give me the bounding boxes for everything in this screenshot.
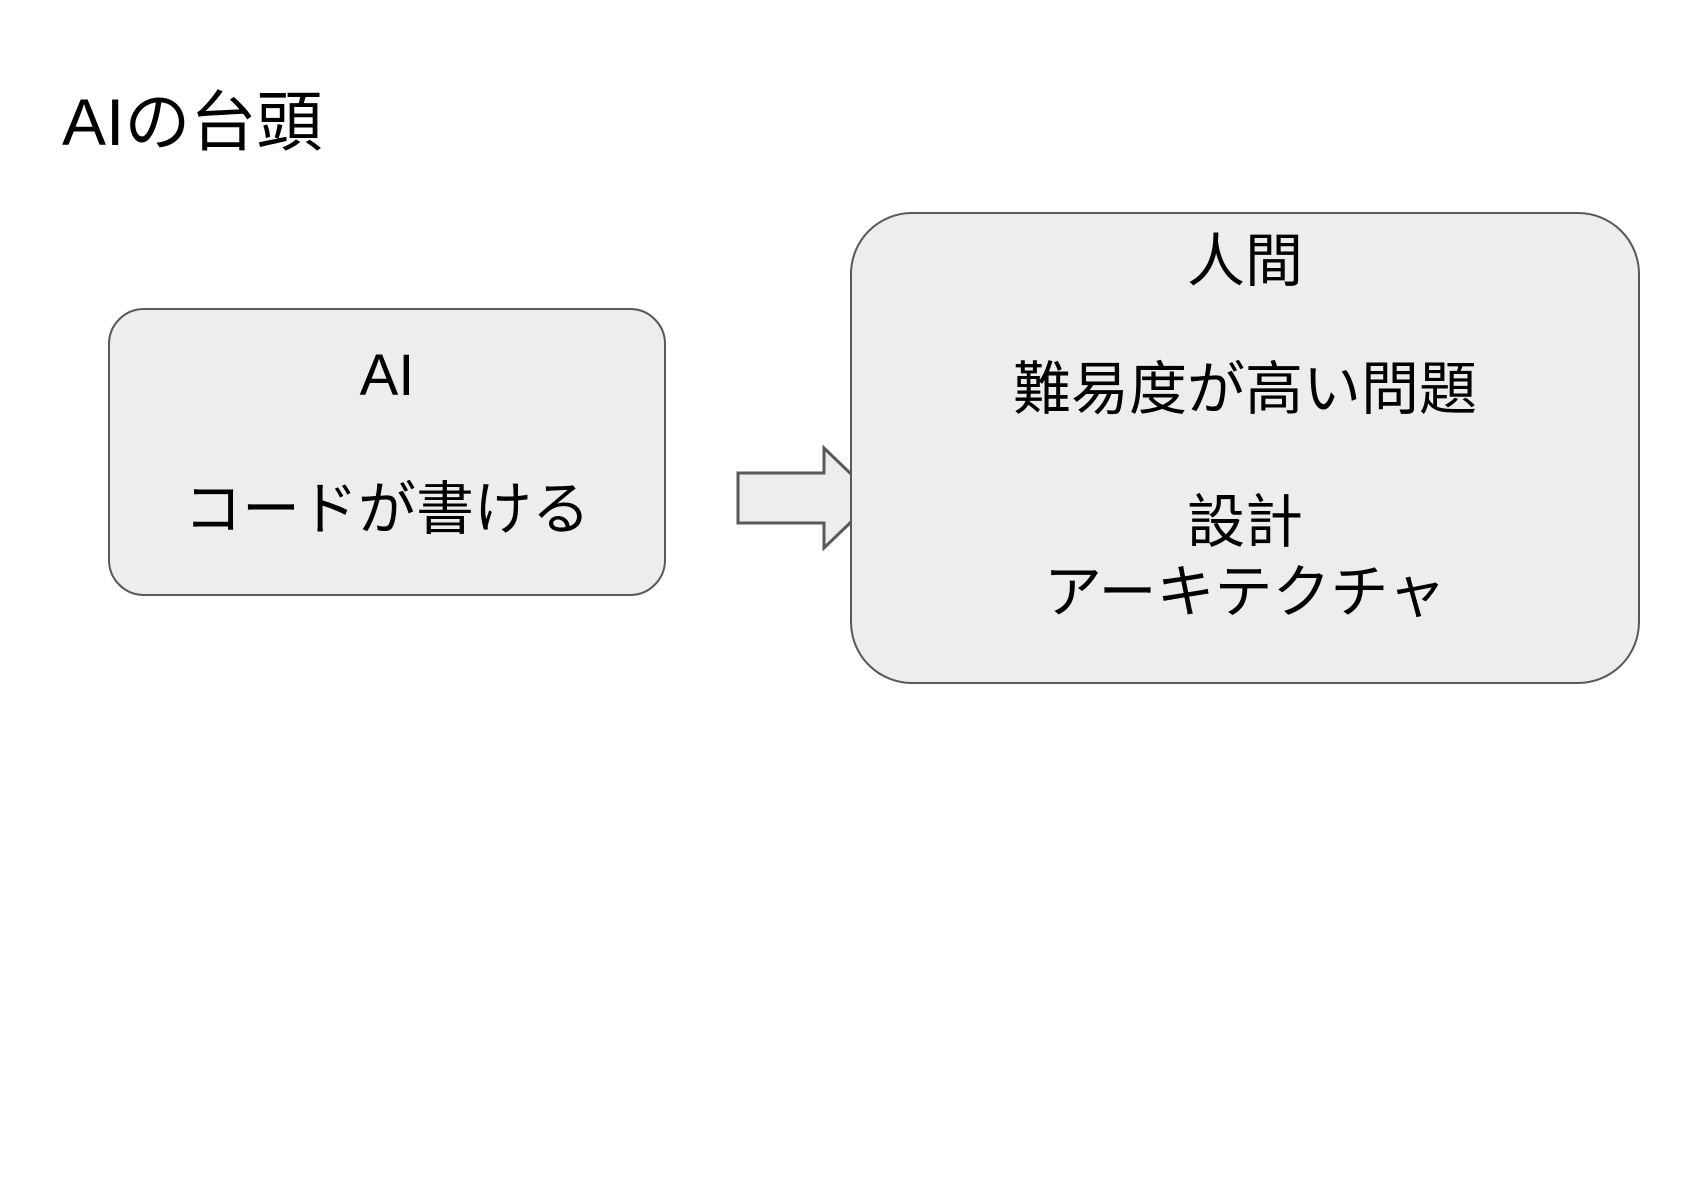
shape-human-line-4: アーキテクチャ bbox=[1044, 560, 1446, 626]
shape-human-line-2: 難易度が高い問題 bbox=[1012, 357, 1477, 423]
shape-human-box[interactable]: 人間 難易度が高い問題 設計 アーキテクチャ bbox=[850, 212, 1640, 684]
shape-human-line-1: 人間 bbox=[1186, 229, 1303, 294]
empty-slide-area bbox=[0, 720, 1682, 1190]
page-title: AIの台頭 bbox=[62, 85, 323, 159]
shape-ai-line-1: AI bbox=[359, 343, 415, 408]
shape-ai-box[interactable]: AI コードが書ける bbox=[108, 308, 666, 596]
shape-ai-line-2: コードが書ける bbox=[183, 477, 590, 543]
shape-human-line-3: 設計 bbox=[1186, 489, 1303, 555]
